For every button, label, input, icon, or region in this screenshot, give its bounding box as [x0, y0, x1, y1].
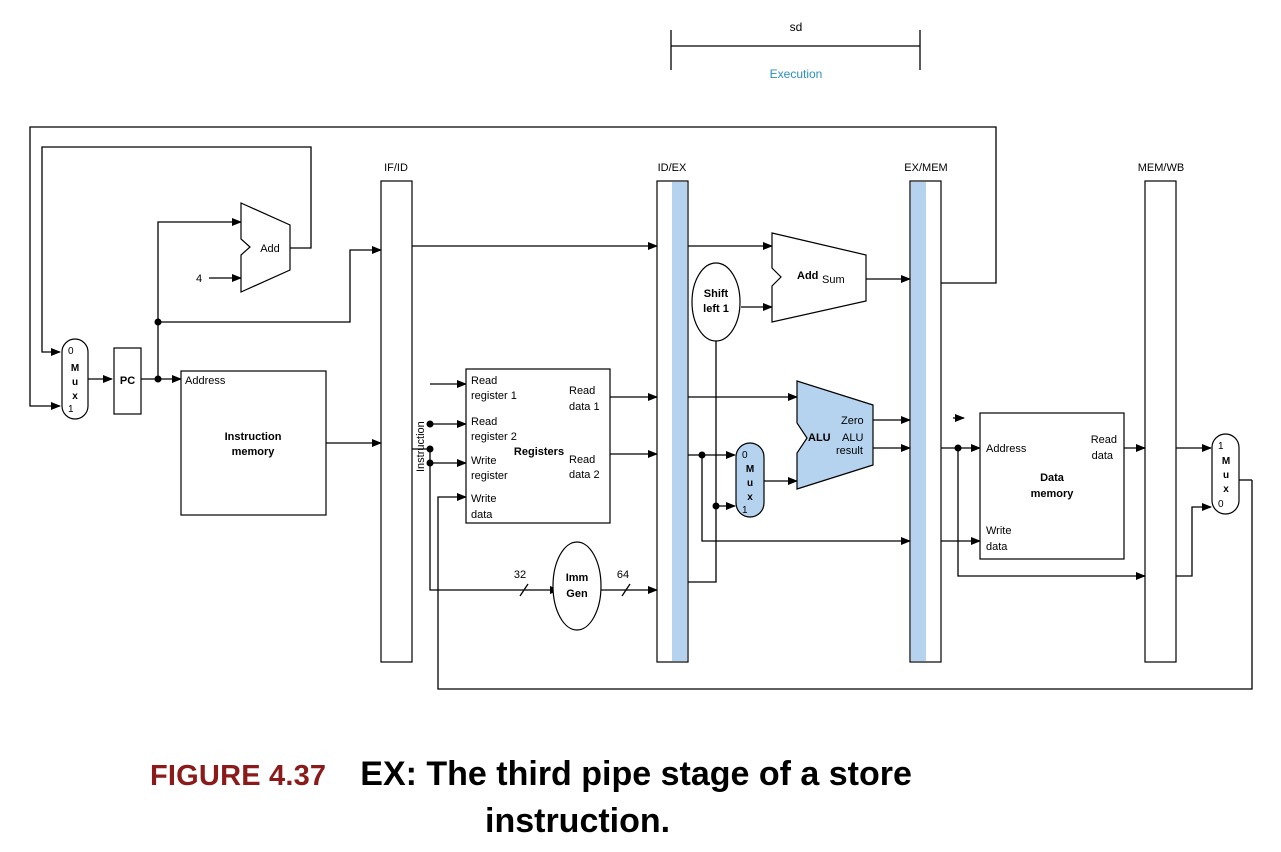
- if-id-register: [380, 180, 413, 663]
- mem-wb-label: MEM/WB: [1138, 162, 1184, 174]
- svg-text:1: 1: [742, 505, 748, 516]
- svg-text:Read: Read: [1091, 434, 1117, 446]
- svg-text:Shift: Shift: [704, 288, 729, 300]
- figure-title-line2: instruction.: [485, 802, 671, 840]
- imm-out-width: 64: [617, 569, 629, 581]
- svg-text:1: 1: [1218, 441, 1224, 452]
- pipeline-registers: IF/ID ID/EX EX/MEM MEM/WB: [380, 162, 1184, 663]
- svg-text:M: M: [746, 464, 754, 475]
- ex-mem-highlight: [911, 182, 926, 661]
- svg-text:u: u: [747, 478, 753, 489]
- mem-wb-register: [1144, 180, 1177, 663]
- id-ex-highlight: [672, 182, 687, 661]
- svg-text:Write: Write: [471, 455, 496, 467]
- ex-mem-label: EX/MEM: [904, 162, 947, 174]
- svg-text:u: u: [72, 377, 78, 388]
- svg-text:Gen: Gen: [566, 588, 588, 600]
- svg-text:left 1: left 1: [703, 303, 729, 315]
- wb-mux: 1 M u x 0: [1211, 433, 1240, 515]
- svg-text:M: M: [1222, 456, 1230, 467]
- svg-text:data: data: [471, 509, 493, 521]
- svg-text:x: x: [747, 492, 753, 503]
- svg-text:register 2: register 2: [471, 431, 517, 443]
- svg-text:Address: Address: [986, 443, 1027, 455]
- constant-four: 4: [196, 273, 202, 285]
- pc-mux: 0 M u x 1: [61, 338, 89, 420]
- wires: [29, 126, 1253, 690]
- imm-in-width: 32: [514, 569, 526, 581]
- figure-number: FIGURE 4.37: [150, 760, 327, 792]
- svg-text:Read: Read: [471, 375, 497, 387]
- svg-text:memory: memory: [232, 446, 276, 458]
- if-id-label: IF/ID: [384, 162, 408, 174]
- figure-title-line1: EX: The third pipe stage of a store: [360, 755, 912, 793]
- svg-text:Zero: Zero: [841, 415, 864, 427]
- svg-text:Data: Data: [1040, 472, 1065, 484]
- stage-bar: sd Execution: [670, 20, 921, 81]
- branch-adder: Add Sum: [771, 232, 867, 323]
- svg-text:0: 0: [68, 346, 74, 357]
- svg-text:data 1: data 1: [569, 401, 600, 413]
- svg-text:register: register: [471, 470, 508, 482]
- svg-text:PC: PC: [120, 375, 135, 387]
- pc-adder: Add 4: [196, 202, 291, 293]
- svg-text:Imm: Imm: [566, 572, 589, 584]
- alu: ALU Zero ALU result: [796, 380, 874, 490]
- svg-text:Read: Read: [569, 454, 595, 466]
- svg-text:register 1: register 1: [471, 390, 517, 402]
- svg-text:result: result: [836, 445, 863, 457]
- svg-text:memory: memory: [1031, 488, 1075, 500]
- svg-text:ALU: ALU: [808, 432, 831, 444]
- svg-text:Address: Address: [185, 375, 226, 387]
- svg-text:1: 1: [68, 404, 74, 415]
- svg-text:Write: Write: [986, 525, 1011, 537]
- imm-gen: Imm Gen 32 64: [514, 541, 629, 631]
- svg-text:Read: Read: [569, 385, 595, 397]
- svg-text:u: u: [1223, 470, 1229, 481]
- alu-src-mux: 0 M u x 1: [735, 442, 765, 518]
- data-memory: Address Data memory Write data Read data: [979, 412, 1125, 560]
- datapath-diagram: sd Execution IF/ID ID/EX EX/MEM MEM/WB: [29, 20, 1253, 690]
- svg-text:Registers: Registers: [514, 446, 564, 458]
- svg-text:ALU: ALU: [842, 432, 863, 444]
- svg-text:data: data: [1092, 450, 1114, 462]
- svg-text:data 2: data 2: [569, 469, 600, 481]
- svg-text:0: 0: [742, 450, 748, 461]
- svg-text:Add: Add: [797, 270, 818, 282]
- svg-text:M: M: [71, 363, 79, 374]
- svg-text:Add: Add: [260, 243, 280, 255]
- pc-register: PC: [113, 347, 142, 415]
- stage-instruction: sd: [790, 20, 803, 34]
- svg-text:Sum: Sum: [822, 274, 845, 286]
- svg-text:x: x: [1223, 484, 1229, 495]
- svg-text:Read: Read: [471, 416, 497, 428]
- svg-text:Instruction: Instruction: [225, 431, 282, 443]
- svg-text:x: x: [72, 391, 78, 402]
- svg-text:Write: Write: [471, 493, 496, 505]
- stage-name: Execution: [770, 67, 823, 81]
- instruction-label: Instruction: [415, 421, 427, 472]
- instruction-memory: Address Instruction memory Instruction: [180, 370, 427, 516]
- id-ex-label: ID/EX: [658, 162, 687, 174]
- svg-text:data: data: [986, 541, 1008, 553]
- register-file: Read register 1 Read register 2 Write re…: [465, 368, 611, 524]
- junction-dots: [154, 318, 962, 510]
- svg-text:0: 0: [1218, 499, 1224, 510]
- shift-left-unit: Shift left 1: [691, 262, 741, 342]
